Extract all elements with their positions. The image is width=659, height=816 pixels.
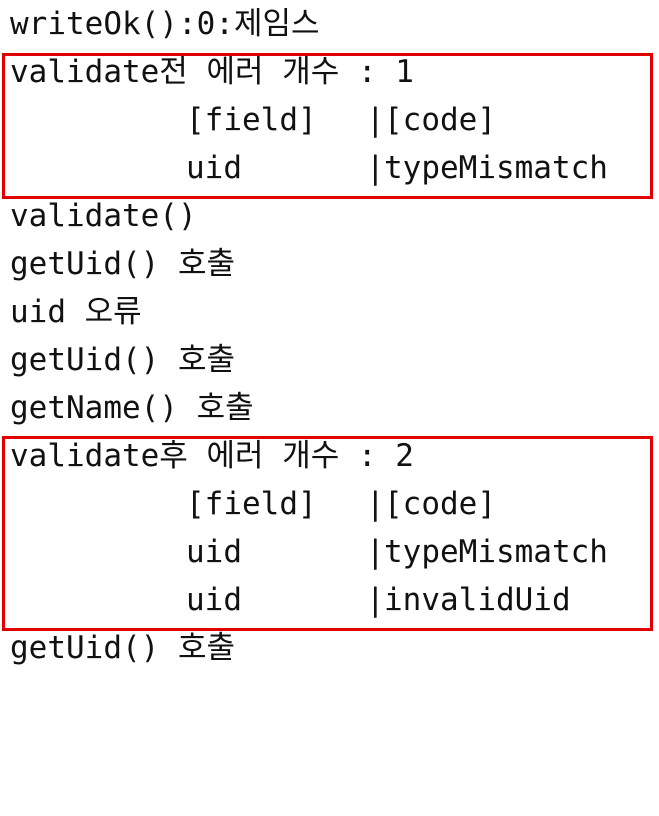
- error-code: invalidUid: [384, 582, 571, 618]
- column-separator: |: [366, 150, 385, 186]
- console-line-error-table-header: [field] | [code]: [10, 480, 496, 528]
- console-line-uid-error: uid 오류: [10, 294, 142, 330]
- error-code: typeMismatch: [384, 534, 608, 570]
- console-line-validate-before-count: validate전 에러 개수 : 1: [10, 54, 414, 90]
- console-line-getuid-call: getUid() 호출: [10, 630, 236, 666]
- error-code: typeMismatch: [384, 150, 608, 186]
- console-line-validate-after-count: validate후 에러 개수 : 2: [10, 438, 414, 474]
- code-column-header: [code]: [384, 486, 496, 522]
- console-line-error-row: uid | typeMismatch: [10, 144, 608, 192]
- console-line-validate-call: validate(): [10, 198, 197, 234]
- column-separator: |: [366, 102, 385, 138]
- error-field: uid: [186, 150, 242, 186]
- console-line-error-table-header: [field] | [code]: [10, 96, 496, 144]
- field-column-header: [field]: [186, 102, 317, 138]
- error-field: uid: [186, 534, 242, 570]
- column-separator: |: [366, 486, 385, 522]
- highlight-box-after-validate: [2, 436, 653, 631]
- column-separator: |: [366, 582, 385, 618]
- highlight-box-before-validate: [2, 53, 653, 199]
- console-output[interactable]: writeOk():0:제임스 validate전 에러 개수 : 1 [fie…: [0, 0, 659, 674]
- console-line-getname-call: getName() 호출: [10, 390, 254, 426]
- code-column-header: [code]: [384, 102, 496, 138]
- console-line-error-row: uid | typeMismatch: [10, 528, 608, 576]
- console-line-writeok: writeOk():0:제임스: [10, 6, 320, 42]
- field-column-header: [field]: [186, 486, 317, 522]
- column-separator: |: [366, 534, 385, 570]
- error-field: uid: [186, 582, 242, 618]
- console-line-getuid-call: getUid() 호출: [10, 246, 236, 282]
- console-line-error-row: uid | invalidUid: [10, 576, 571, 624]
- console-line-getuid-call: getUid() 호출: [10, 342, 236, 378]
